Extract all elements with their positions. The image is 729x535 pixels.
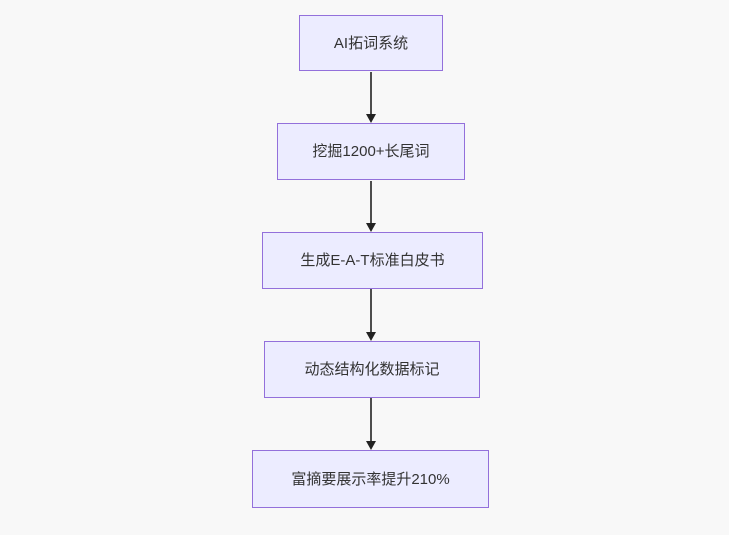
edge-arrow-2: [365, 181, 377, 232]
edge-line: [370, 289, 372, 332]
node-eat-whitepaper-generation: 生成E-A-T标准白皮书: [262, 232, 483, 289]
arrowhead-down-icon: [366, 223, 376, 232]
node-label: 生成E-A-T标准白皮书: [300, 252, 445, 269]
edge-arrow-3: [365, 289, 377, 341]
edge-line: [370, 181, 372, 223]
node-dynamic-structured-data-markup: 动态结构化数据标记: [264, 341, 480, 398]
node-rich-snippet-rate-increase: 富摘要展示率提升210%: [252, 450, 489, 508]
node-label: 动态结构化数据标记: [304, 361, 440, 378]
arrowhead-down-icon: [366, 441, 376, 450]
arrowhead-down-icon: [366, 114, 376, 123]
node-label: AI拓词系统: [333, 34, 409, 52]
node-longtail-keyword-mining: 挖掘1200+长尾词: [277, 123, 465, 180]
edge-arrow-4: [365, 398, 377, 450]
arrowhead-down-icon: [366, 332, 376, 341]
edge-arrow-1: [365, 72, 377, 123]
node-label: 挖掘1200+长尾词: [312, 143, 430, 160]
node-ai-keyword-expansion-system: AI拓词系统: [299, 15, 443, 71]
edge-line: [370, 398, 372, 441]
node-label: 富摘要展示率提升210%: [291, 470, 450, 488]
edge-line: [370, 72, 372, 114]
